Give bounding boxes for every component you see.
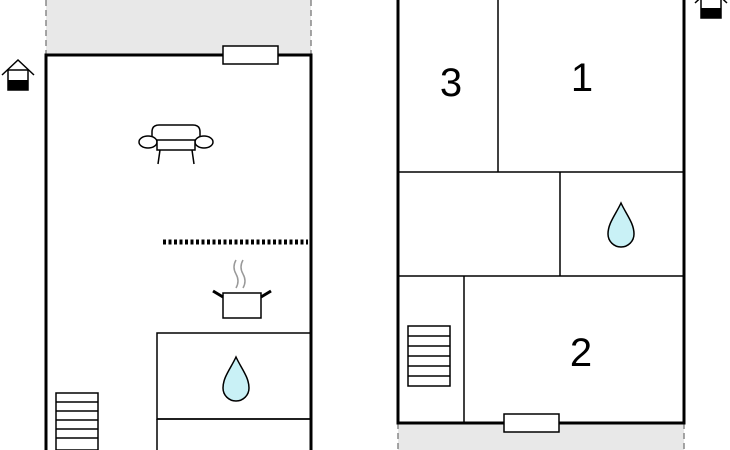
room-1-label: 1: [571, 56, 593, 100]
stairs-icon: [55, 392, 99, 450]
ground-floor-outer-wall: [44, 53, 313, 450]
room-3-label: 3: [440, 61, 462, 105]
sofa-icon: [138, 124, 214, 165]
entrance-icon: [1, 58, 35, 91]
room-2-label: 2: [570, 331, 592, 375]
ground-floor-plan: [1, 0, 313, 450]
entrance-icon: [694, 0, 728, 19]
upper-floor-window: [503, 413, 560, 433]
stairs-icon: [407, 325, 451, 387]
upper-floor-plan: 3 1 2: [396, 0, 728, 450]
cooking-pot-icon: [212, 259, 272, 319]
water-drop-icon: [222, 355, 250, 402]
water-drop-icon: [607, 201, 635, 248]
ground-floor-window: [222, 45, 279, 65]
